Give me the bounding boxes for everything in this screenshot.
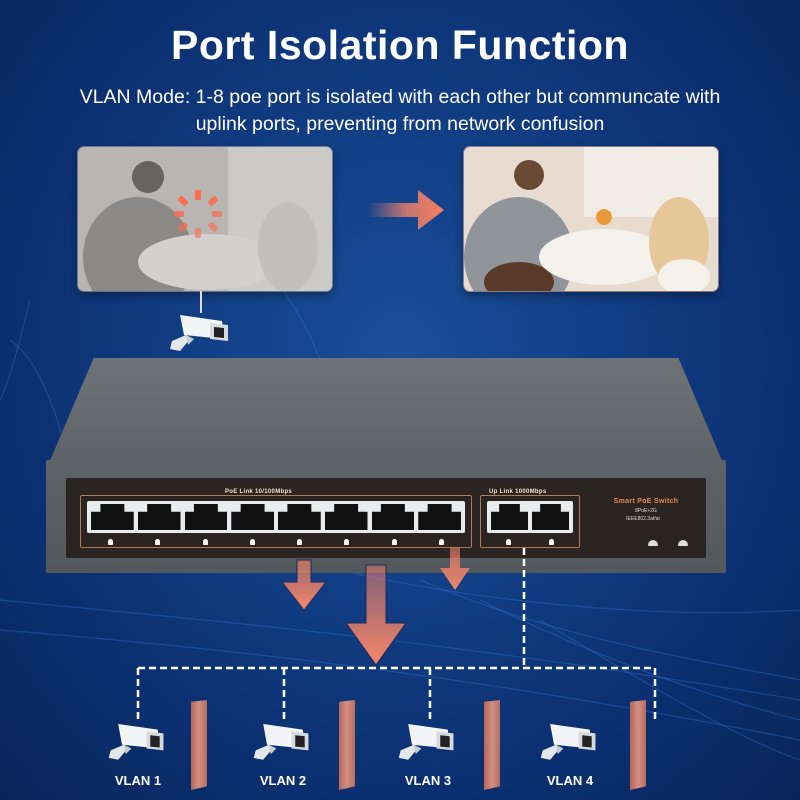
poe-led-8 [418,536,465,548]
power-indicator [678,540,688,546]
switch-spec-label: IEEE802.3af/at [626,516,660,522]
poe-led-2 [134,536,181,548]
vlan-label: VLAN 1 [114,773,162,788]
poe-led-1 [87,536,134,548]
isolation-barrier [630,700,646,790]
page-subtitle: VLAN Mode: 1-8 poe port is isolated with… [0,84,800,138]
uplink-led-1 [487,536,530,548]
vlan-label: VLAN 2 [259,773,307,788]
loading-spinner-icon [174,190,222,238]
arrow-down-small-right-icon [440,548,470,590]
poe-port-3[interactable] [184,504,228,530]
poe-port-group: PoE Link 10/100Mbps [80,489,472,548]
security-camera-icon [250,715,316,765]
switch-top-cover [46,358,726,470]
uplink-led-row [487,536,573,548]
uplink-port-1[interactable] [491,504,528,530]
isolation-barrier [191,700,207,790]
vlan-label: VLAN 4 [546,773,594,788]
camera-feed-after [464,147,718,291]
subtitle-line-2: uplink ports, preventing from network co… [195,113,605,135]
uplink-port-group: Up Link 1000Mbps [480,489,580,548]
vlan-4: VLAN 4 [520,715,620,788]
poe-led-3 [182,536,229,548]
poe-group-label: PoE Link 10/100Mbps [221,489,297,495]
poe-port-8[interactable] [418,504,461,530]
poe-led-row [87,536,465,548]
poe-ports [87,501,465,533]
poe-led-6 [323,536,370,548]
page-title: Port Isolation Function [171,22,629,68]
security-camera-icon [395,715,461,765]
uplink-led-2 [530,536,573,548]
vlan-label: VLAN 3 [404,773,452,788]
security-camera-icon [105,715,171,765]
poe-port-7[interactable] [371,504,415,530]
switch-model-label: 8PoE+2G [635,508,657,514]
vlan-1: VLAN 1 [88,715,188,788]
camera-cable [200,291,202,313]
isolation-barrier [484,700,500,790]
reset-button[interactable] [648,540,658,546]
arrow-right-icon [368,190,444,230]
vlan-3: VLAN 3 [378,715,478,788]
arrow-down-small-left-icon [280,559,328,611]
poe-switch: PoE Link 10/100Mbps [46,358,726,573]
poe-port-5[interactable] [278,504,321,530]
security-camera-icon [537,715,603,765]
poe-led-7 [371,536,418,548]
vlan-2: VLAN 2 [233,715,333,788]
arrow-down-large-icon [345,564,407,666]
subtitle-line-1: VLAN Mode: 1-8 poe port is isolated with… [79,86,721,108]
poe-port-1[interactable] [91,504,134,530]
switch-brand-label: Smart PoE Switch [613,498,679,505]
poe-port-4[interactable] [231,504,274,530]
poe-port-6[interactable] [324,504,368,530]
security-camera-icon [166,305,236,355]
isolation-barrier [339,700,355,790]
poe-led-4 [229,536,276,548]
poe-led-5 [276,536,323,548]
uplink-ports [487,501,573,533]
switch-port-panel: PoE Link 10/100Mbps [66,478,706,558]
poe-port-2[interactable] [137,504,181,530]
camera-feed-before [78,147,332,291]
uplink-port-2[interactable] [532,504,569,530]
uplink-group-label: Up Link 1000Mbps [485,489,551,495]
